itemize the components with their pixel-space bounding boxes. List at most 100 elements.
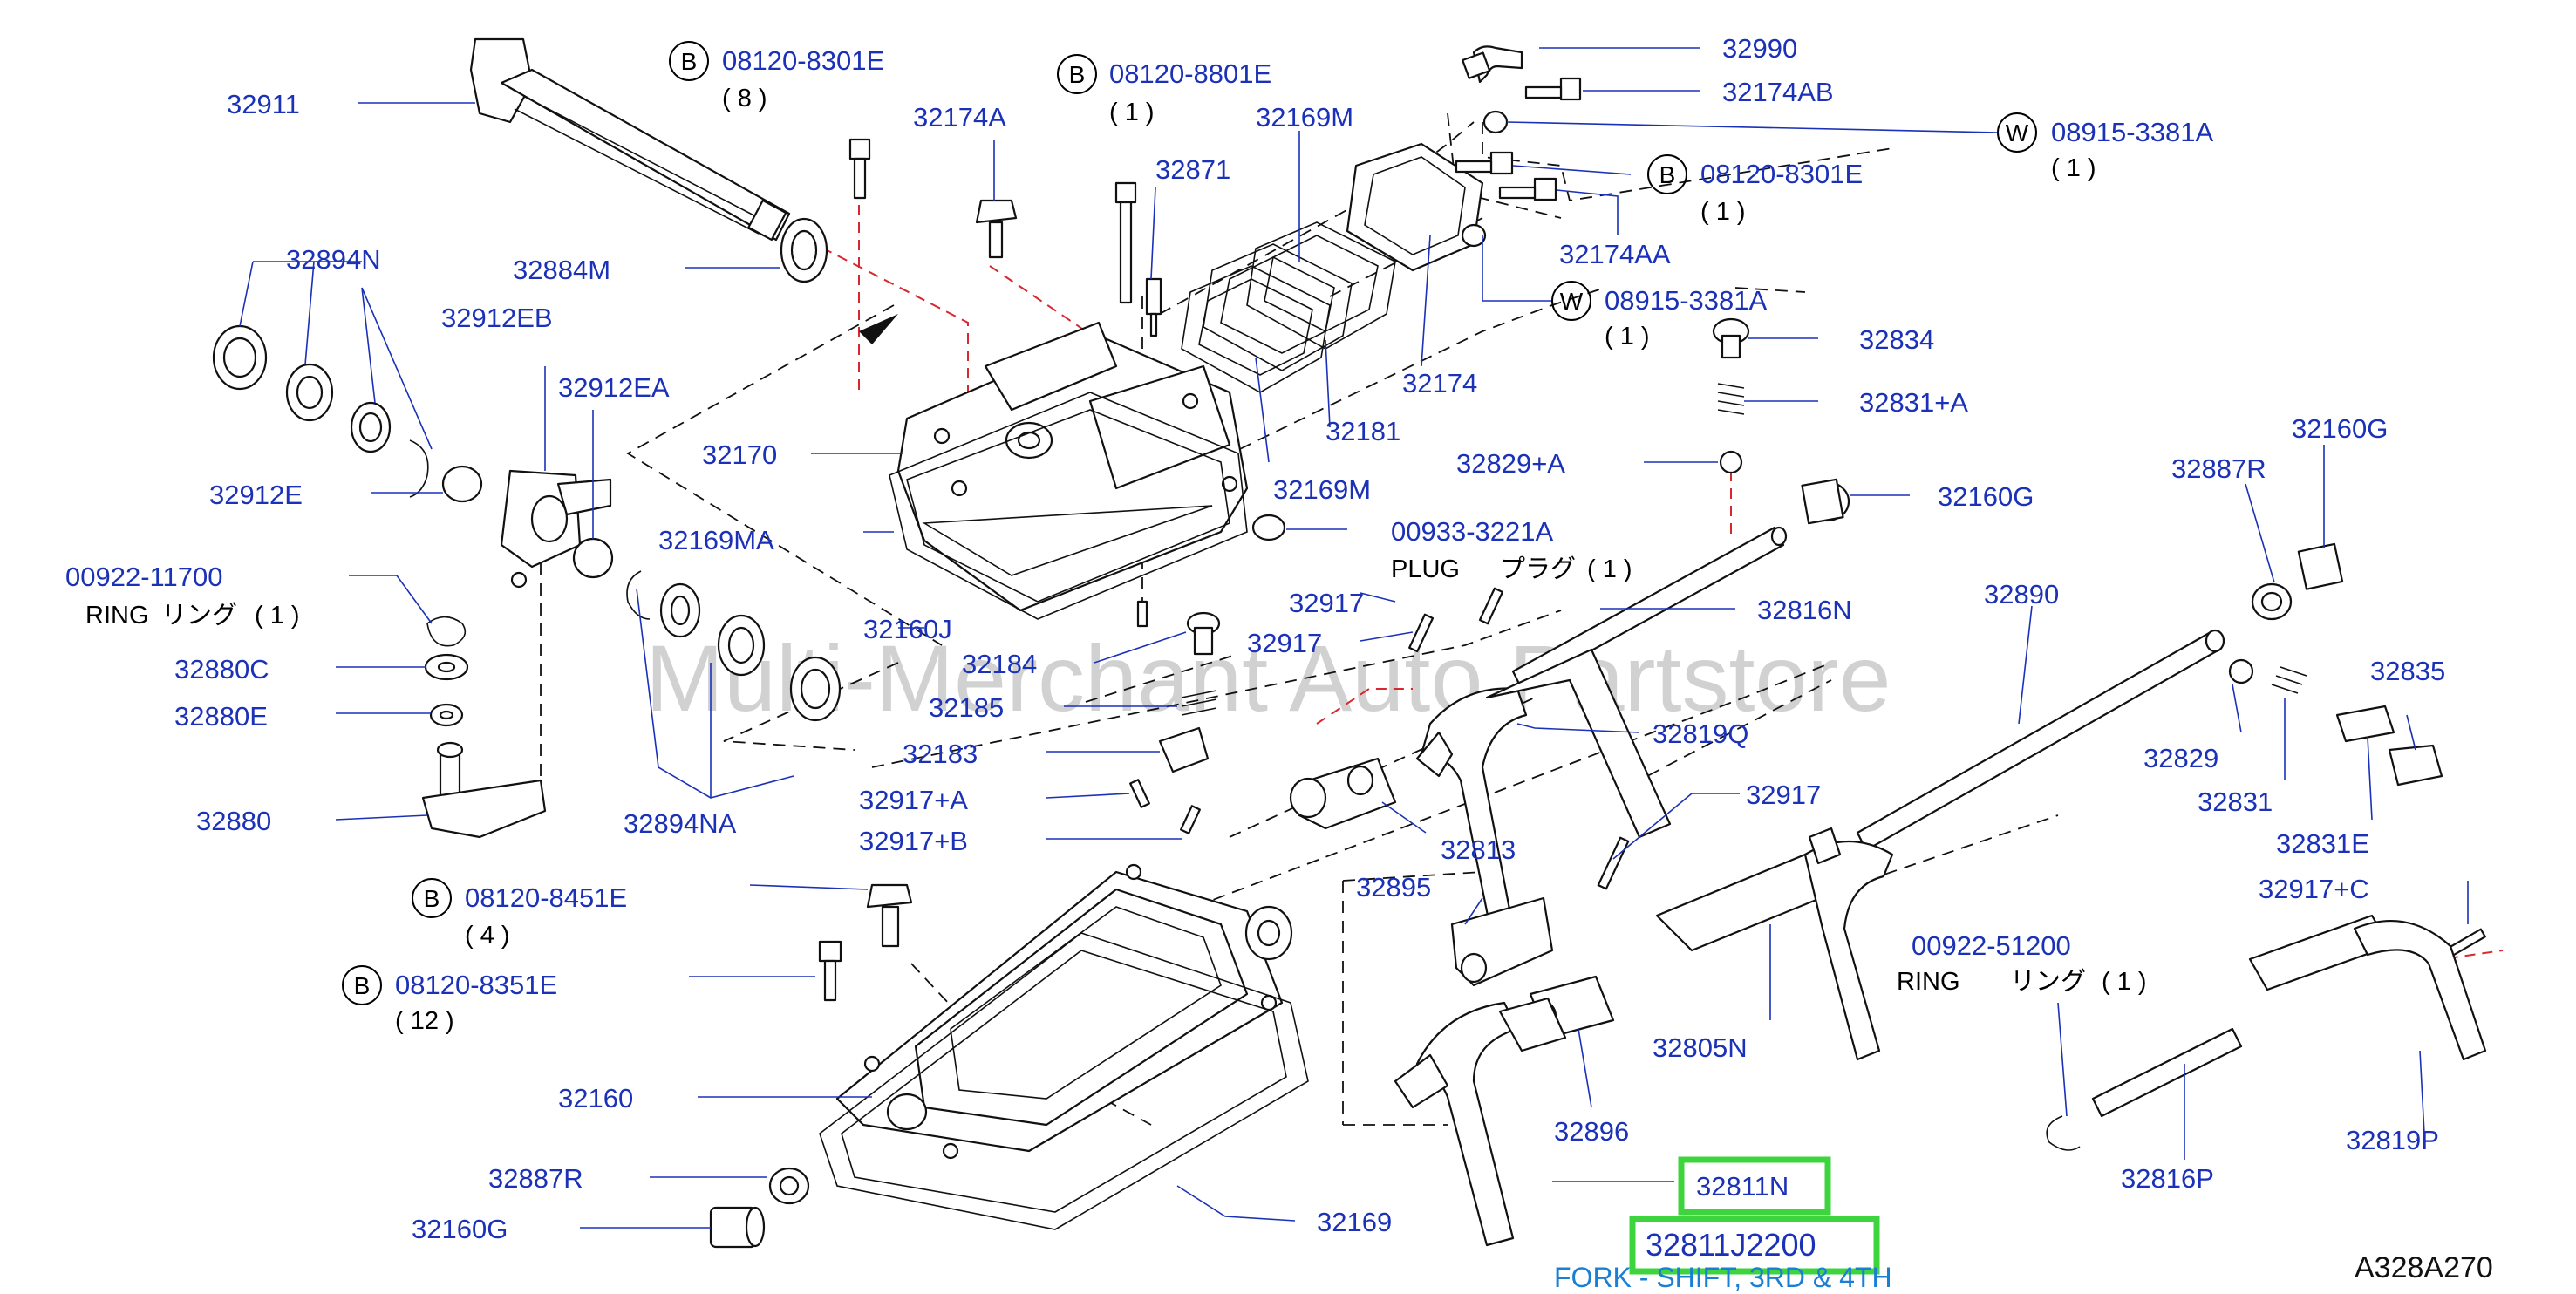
svg-text:08120-8301E: 08120-8301E [722,45,884,76]
label-32831E: 32831E [2276,828,2369,859]
part-32811N-shift-fork [1394,997,1567,1247]
svg-text:B: B [424,885,440,912]
part-32829A-ball [1719,450,1743,474]
part-32834-plug [1712,317,1750,359]
svg-text:W: W [2006,119,2029,146]
direction-arrow [859,314,898,344]
label-32895: 32895 [1356,872,1431,902]
plug-jp: プラグ [1500,555,1576,583]
label-32896: 32896 [1554,1116,1629,1147]
part-32895-bracket [1450,896,1554,987]
washer-callout-08915-3381A-top: W 08915-3381A ( 1 ) [1997,112,2213,182]
label-32912E: 32912E [209,480,303,510]
svg-text:B: B [1069,61,1086,88]
label-32917A: 32917+A [859,785,968,815]
label-32819P: 32819P [2346,1125,2439,1155]
svg-text:( 8 ): ( 8 ) [722,85,767,112]
label-32880C: 32880C [174,654,269,684]
svg-text:( 1 ): ( 1 ) [2051,154,2096,182]
label-32183: 32183 [903,739,978,769]
label-32894N: 32894N [286,244,381,275]
label-32831A: 32831+A [1859,387,1968,418]
part-32884M-seal-inner [790,229,818,271]
part-32169-gasket-lower [819,932,1309,1230]
ring-jp-1: リング [161,601,237,630]
label-32174AB: 32174AB [1722,77,1834,107]
label-32805N: 32805N [1653,1032,1748,1063]
label-32816P: 32816P [2121,1163,2214,1194]
label-32911: 32911 [227,89,300,119]
label-32990: 32990 [1722,33,1797,64]
washer-08915-3381A-mid [1461,223,1487,248]
label-32160G-left: 32160G [412,1214,508,1244]
part-32184-plug [1186,611,1221,656]
svg-text:B: B [1659,161,1676,188]
bolt-08120-8801E [1114,181,1137,304]
label-32835: 32835 [2370,656,2445,686]
part-32813-block [1289,757,1397,830]
label-32880E: 32880E [174,701,268,732]
label-32184: 32184 [962,649,1037,679]
label-32917B: 32917+B [859,826,968,856]
svg-text:08915-3381A: 08915-3381A [2051,117,2213,147]
part-32990-breather [1462,45,1523,84]
label-32160G-far-right: 32160G [2292,413,2388,444]
label-32884M: 32884M [513,255,610,285]
label-32880: 32880 [196,806,271,836]
svg-text:( 1 ): ( 1 ) [1605,323,1650,351]
label-32912EA: 32912EA [558,372,670,403]
svg-text:( 12 ): ( 12 ) [395,1007,454,1035]
part-32169MA-gasket [889,392,1248,620]
part-32917-pins [1129,587,2486,957]
part-32816P-rod [2091,1027,2243,1118]
ring-qty-1: ( 1 ) [255,602,300,630]
part-32160G-bushing-left [709,1206,766,1249]
highlighted-part-callout: 32811N 32811J2200 FORK - SHIFT, 3RD & 4T… [1554,1156,1892,1293]
bolt-32174AA [1498,177,1557,201]
leader-lines [239,47,2469,1229]
part-32169M-gasket-mid [1181,265,1331,393]
label-32169M-mid: 32169M [1273,474,1371,505]
part-32912E-bushing [441,465,483,503]
svg-text:( 1 ): ( 1 ) [1700,198,1746,226]
part-32890-rod [1856,629,2225,852]
label-32834: 32834 [1859,324,1934,355]
part-32805N-fork [1655,827,1894,1061]
label-32174: 32174 [1402,368,1477,398]
part-32819Q-fork [1415,648,1672,957]
bolt-callout-08120-8451E: B 08120-8451E ( 4 ) [412,878,627,950]
label-32174AA: 32174AA [1559,239,1671,269]
label-32169: 32169 [1317,1207,1392,1237]
label-32819Q: 32819Q [1653,719,1748,749]
part-32819P-fork [2248,914,2487,1061]
bolt-08120-8351E [818,940,842,1002]
label-32917-c: 32917 [1746,780,1821,810]
svg-text:08120-8301E: 08120-8301E [1700,159,1863,189]
part-32835-plug [2388,744,2443,787]
label-32174A: 32174A [913,102,1006,133]
part-00933-3221A-plug [1251,514,1286,541]
plug-en: PLUG [1391,555,1460,583]
diagram-code: A328A270 [2355,1251,2493,1284]
bolt-32174A [975,199,1018,259]
highlight-part-number: 32811N [1696,1171,1789,1202]
label-32917-b: 32917 [1247,628,1322,658]
label-32831: 32831 [2198,787,2273,817]
ring-en-1: RING [85,602,149,630]
part-32170-upper-housing [896,321,1249,612]
svg-text:08120-8351E: 08120-8351E [395,970,557,1000]
part-32894NA-synchro-parts [626,570,842,722]
part-00922-51200-ring [2046,1115,2081,1151]
svg-text:( 1 ): ( 1 ) [1109,99,1155,126]
label-32181: 32181 [1325,416,1400,446]
part-32829-ball [2228,658,2254,684]
washer-callout-08915-3381A-mid: W 08915-3381A ( 1 ) [1551,281,1767,351]
part-32160-lower-housing [835,863,1293,1160]
highlight-box-part-number [1678,1156,1831,1216]
lever-pin [510,571,528,589]
svg-text:B: B [681,48,698,75]
part-32894N-synchro-parts [212,324,429,498]
highlight-box-oem-number [1629,1216,1880,1275]
